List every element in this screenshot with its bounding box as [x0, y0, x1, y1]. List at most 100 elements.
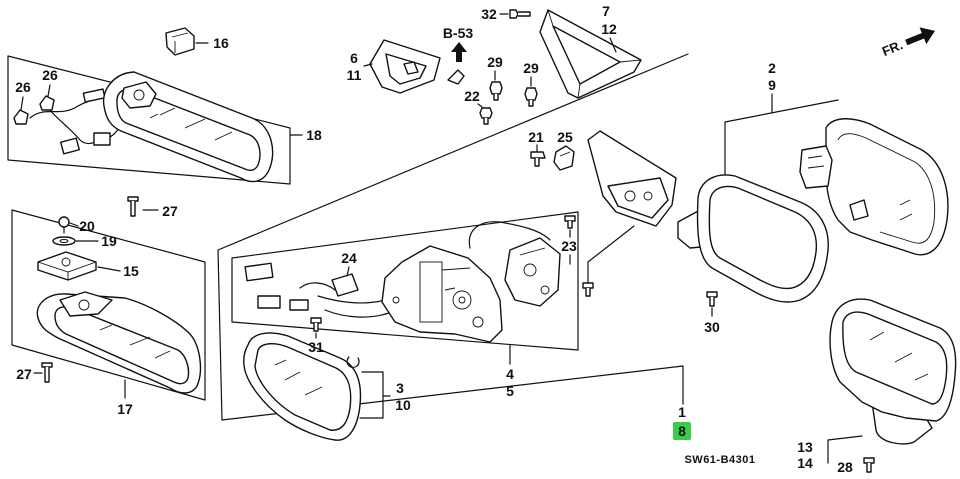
callout[interactable]: 29 — [487, 54, 503, 70]
mirror-glass-drawing — [243, 332, 362, 441]
callout[interactable]: 27 — [162, 203, 178, 219]
bracket-tab — [403, 61, 419, 75]
callout[interactable]: 4 — [506, 366, 514, 382]
harness-connector — [60, 137, 80, 155]
leader-line — [363, 63, 373, 67]
harness-connector — [93, 132, 111, 146]
screw-shaft — [866, 463, 872, 473]
callout[interactable]: 20 — [79, 218, 95, 234]
callout[interactable]: 32 — [481, 6, 497, 22]
bolt-shaft — [483, 118, 489, 125]
small-clip — [447, 69, 465, 85]
actuator-cable — [468, 221, 551, 249]
bolt-head — [479, 107, 493, 119]
callout[interactable]: 1 — [678, 404, 686, 420]
triangle-cover-drawing — [539, 9, 642, 99]
housing-clip — [849, 199, 869, 221]
callout[interactable]: 26 — [15, 79, 31, 95]
cover-edge — [547, 9, 642, 99]
callout[interactable]: 18 — [306, 127, 322, 143]
washer-hole — [59, 239, 69, 243]
callout[interactable]: 13 — [797, 439, 813, 455]
callout[interactable]: 29 — [523, 60, 539, 76]
day-night-mirror-group-box — [11, 209, 206, 401]
actuator-hole — [540, 285, 550, 295]
glass-hatch — [99, 324, 171, 359]
bolt-drawing — [33, 196, 159, 383]
bulb-socket — [39, 95, 55, 111]
day-night-mirror-drawing — [36, 216, 202, 394]
callout[interactable]: 17 — [117, 401, 133, 417]
callout[interactable]: 14 — [797, 455, 813, 471]
leader-line — [97, 266, 121, 272]
mirror-mount — [121, 81, 157, 109]
housing-clip-detail — [899, 199, 913, 221]
screw-head — [706, 291, 718, 298]
motor-detail — [419, 261, 443, 323]
callout[interactable]: 10 — [395, 397, 411, 413]
sail-panel-hole — [624, 190, 636, 202]
leader-line — [609, 37, 617, 53]
callout[interactable]: 26 — [42, 67, 58, 83]
cover-inner — [552, 25, 621, 85]
housing-cover-inner — [837, 133, 936, 244]
callout[interactable]: 15 — [123, 263, 139, 279]
glass-inner — [254, 343, 352, 431]
screw-head — [564, 215, 576, 222]
callout[interactable]: 12 — [601, 21, 617, 37]
reference-label[interactable]: B-53 — [443, 25, 474, 41]
callout[interactable]: 19 — [101, 233, 117, 249]
callout[interactable]: 8 — [678, 423, 686, 439]
glass-hatch — [149, 107, 233, 141]
housing-rim-inner — [708, 185, 818, 290]
glass-hatch — [869, 331, 929, 381]
bolts-29-22-drawing — [477, 70, 538, 125]
callout[interactable]: 21 — [528, 129, 544, 145]
bolt-head — [489, 81, 503, 95]
callout[interactable]: 24 — [341, 250, 357, 266]
callout[interactable]: 25 — [557, 129, 573, 145]
callout[interactable]: 2 — [768, 60, 776, 76]
callout[interactable]: 30 — [704, 319, 720, 335]
callout-highlight — [673, 422, 691, 440]
callout[interactable]: 9 — [768, 77, 776, 93]
leader-line — [47, 84, 51, 97]
screw-30-drawing — [706, 291, 718, 317]
actuator-group-box — [231, 211, 579, 351]
callouts: 32 7 12 6 11 16 26 26 29 29 22 18 2 9 21… — [15, 3, 853, 475]
sail-panel-inner — [607, 177, 669, 219]
washer — [52, 236, 76, 246]
mount-pivot — [133, 89, 145, 101]
actuator-gear — [523, 263, 537, 277]
callout[interactable]: 7 — [602, 3, 610, 19]
leader-line — [477, 103, 483, 108]
callout[interactable]: 28 — [837, 459, 853, 475]
callout[interactable]: 3 — [396, 380, 404, 396]
screw-head — [310, 317, 322, 324]
bolt-shaft — [518, 11, 531, 17]
callout[interactable]: 27 — [16, 366, 32, 382]
bolt-shaft — [528, 100, 534, 107]
bolt-head — [509, 9, 519, 19]
leader-line — [587, 225, 635, 283]
bulb-socket — [13, 109, 29, 125]
clip-detail — [559, 151, 571, 157]
callout[interactable]: 31 — [308, 339, 324, 355]
callout[interactable]: 23 — [561, 238, 577, 254]
callout[interactable]: 5 — [506, 383, 514, 399]
callout[interactable]: 22 — [464, 88, 480, 104]
callout[interactable]: 6 — [350, 50, 358, 66]
callout[interactable]: 16 — [213, 35, 229, 51]
actuator-drawing — [244, 221, 561, 343]
bolt-shaft — [493, 94, 499, 101]
motor-gear — [452, 290, 472, 310]
wire-clip — [331, 273, 359, 297]
screw-head — [863, 457, 875, 464]
leader-line — [69, 222, 79, 227]
callout[interactable]: 11 — [347, 67, 362, 83]
harness-connector — [82, 88, 106, 103]
actuator-cable — [299, 282, 336, 291]
motor-hole — [392, 296, 400, 304]
front-direction-label: FR. — [880, 37, 905, 59]
